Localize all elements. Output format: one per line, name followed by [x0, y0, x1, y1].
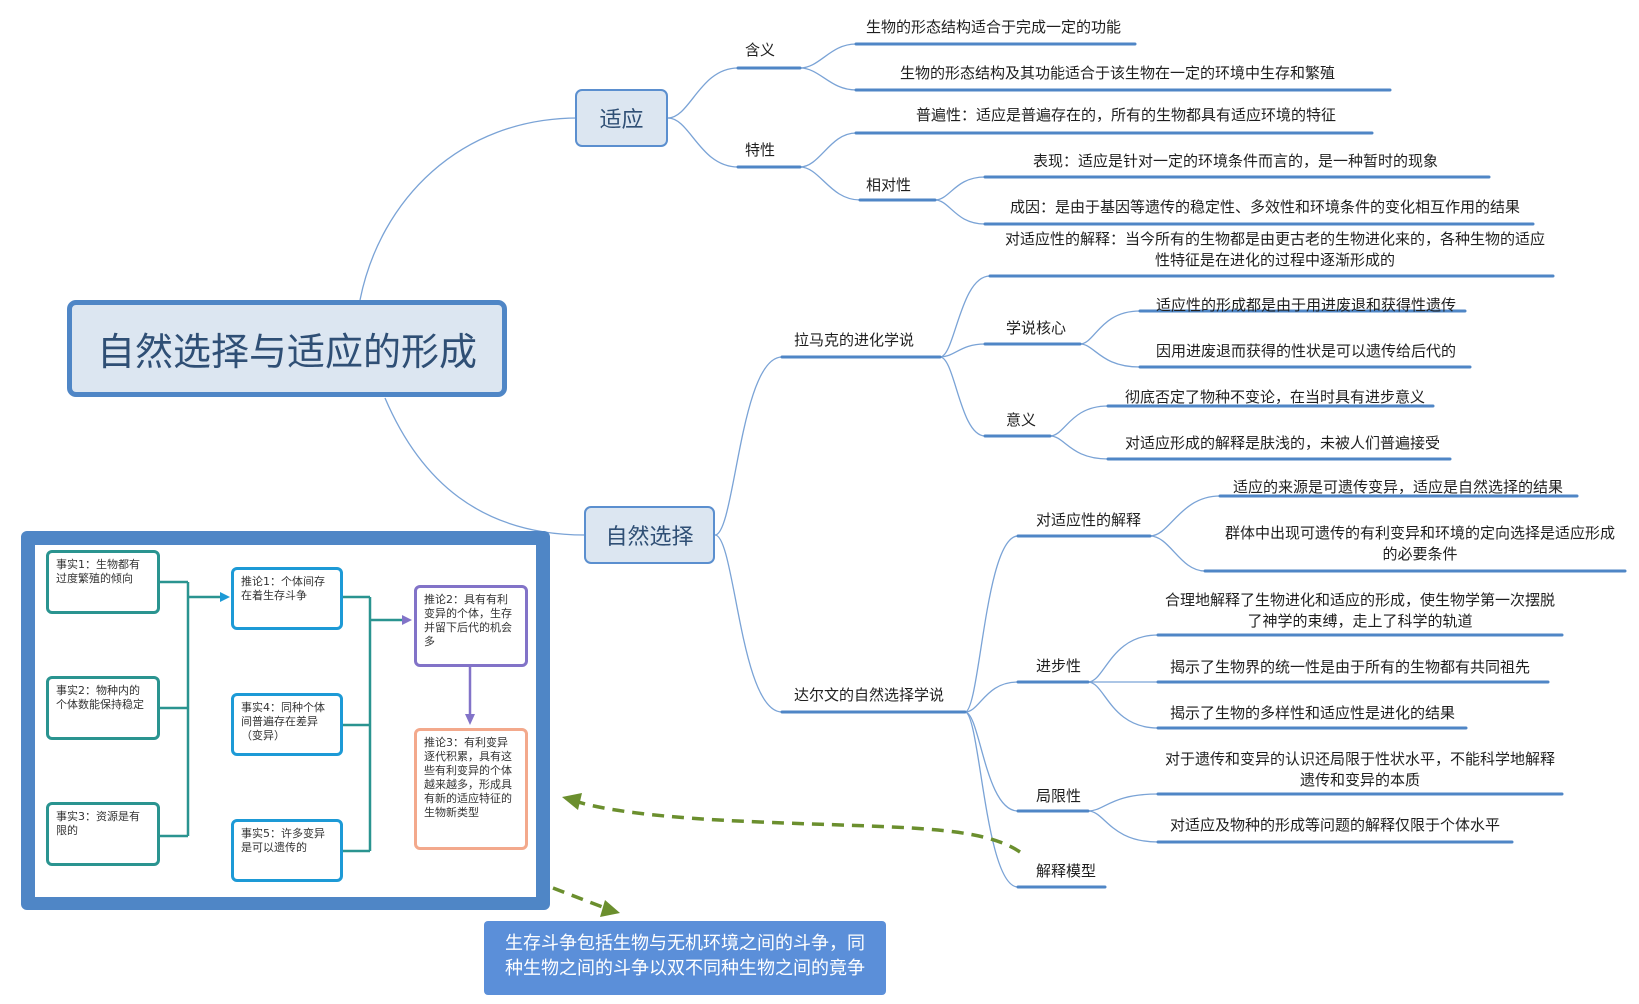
lamarck-label: 拉马克的进化学说	[794, 331, 915, 349]
meaning-item-2: 生物的形态结构及其功能适合于该生物在一定的环境中生存和繁殖	[900, 64, 1336, 82]
traits-label: 特性	[745, 141, 776, 159]
darwin-limit-item-2: 对适应及物种的形成等问题的解释仅限于个体水平	[1170, 816, 1501, 834]
meaning-label: 含义	[745, 41, 776, 59]
branch-natural-selection: 自然选择	[584, 506, 715, 564]
inference-3-box: 推论3：有利变异逐代积累，具有这些有利变异的个体越来越多，形成具有新的适应特征的…	[414, 728, 528, 850]
lamarck-meaning-item-1: 彻底否定了物种不变论，在当时具有进步意义	[1125, 388, 1426, 406]
fact-3-box: 事实3：资源是有限的	[46, 802, 160, 866]
darwin-progress-item-1: 合理地解释了生物进化和适应的形成，使生物学第一次摆脱了神学的束缚，走上了科学的轨…	[1164, 591, 1555, 630]
lamarck-core-item-1: 适应性的形成都是由于用进废退和获得性遗传	[1156, 296, 1457, 314]
branch-adaptation: 适应	[575, 89, 668, 147]
universality-text: 普遍性：适应是普遍存在的，所有的生物都具有适应环境的特征	[916, 106, 1337, 124]
lamarck-meaning-item-2: 对适应形成的解释是肤浅的，未被人们普遍接受	[1125, 434, 1441, 452]
lamarck-meaning-label: 意义	[1006, 411, 1037, 429]
fact-4-box: 事实4：同种个体间普遍存在差异（变异）	[231, 693, 343, 756]
darwin-progress-item-3: 揭示了生物的多样性和适应性是进化的结果	[1170, 704, 1456, 722]
darwin-limit-item-1: 对于遗传和变异的认识还局限于性状水平，不能科学地解释遗传和变异的本质	[1164, 750, 1555, 789]
darwin-limit-label: 局限性	[1036, 787, 1082, 805]
relativity-item-1: 表现：适应是针对一定的环境条件而言的，是一种暂时的现象	[1033, 152, 1439, 170]
meaning-item-1: 生物的形态结构适合于完成一定的功能	[866, 18, 1122, 36]
darwin-progress-label: 进步性	[1036, 657, 1082, 675]
fact-1-box: 事实1：生物都有过度繁殖的倾向	[46, 550, 160, 614]
lamarck-interpretation: 对适应性的解释：当今所有的生物都是由更古老的生物进化来的，各种生物的适应性特征是…	[1004, 230, 1545, 269]
fact-2-box: 事实2：物种内的个体数能保持稳定	[46, 676, 160, 740]
darwin-label: 达尔文的自然选择学说	[794, 686, 945, 704]
darwin-interp-item-1: 适应的来源是可遗传变异，适应是自然选择的结果	[1233, 478, 1564, 496]
root-topic: 自然选择与适应的形成	[67, 300, 507, 397]
lamarck-core-label: 学说核心	[1006, 319, 1067, 337]
note-box: 生存斗争包括生物与无机环境之间的斗争，同种生物之间的斗争以双不同种生物之间的竟争	[484, 921, 886, 995]
darwin-interp-label: 对适应性的解释	[1036, 511, 1142, 529]
darwin-interp-item-2: 群体中出现可遗传的有利变异和环境的定向选择是适应形成的必要条件	[1225, 524, 1616, 563]
relativity-label: 相对性	[866, 176, 912, 194]
inference-1-box: 推论1：个体间存在着生存斗争	[231, 567, 343, 630]
inference-2-box: 推论2：具有有利变异的个体，生存并留下后代的机会多	[414, 585, 528, 667]
fact-5-box: 事实5：许多变异是可以遗传的	[231, 819, 343, 882]
darwin-progress-item-2: 揭示了生物界的统一性是由于所有的生物都有共同祖先	[1170, 658, 1531, 676]
lamarck-core-item-2: 因用进废退而获得的性状是可以遗传给后代的	[1156, 342, 1457, 360]
relativity-item-2: 成因：是由于基因等遗传的稳定性、多效性和环境条件的变化相互作用的结果	[1010, 198, 1521, 216]
darwin-model-label: 解释模型	[1036, 862, 1097, 880]
